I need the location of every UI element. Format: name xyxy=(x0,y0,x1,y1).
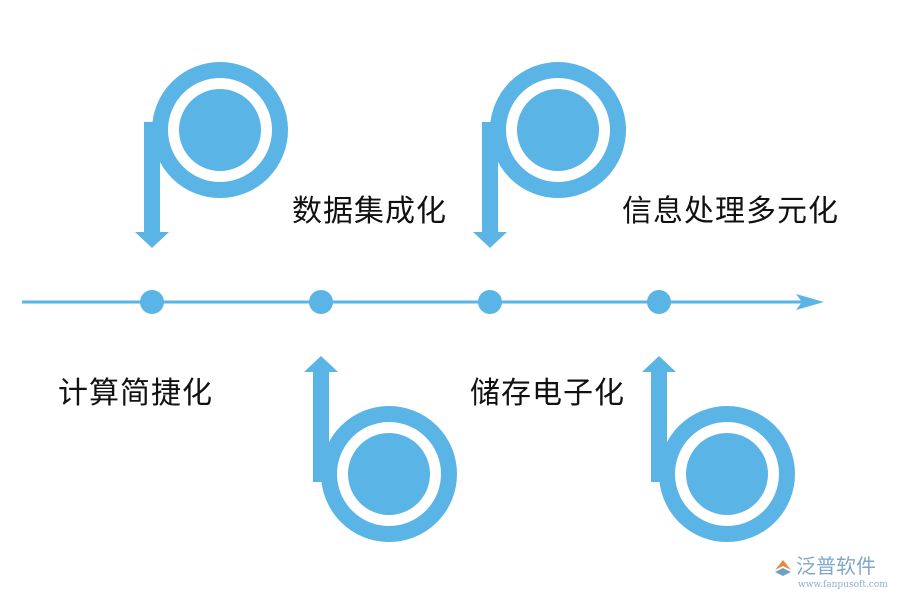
timeline-node-3 xyxy=(478,290,502,314)
p-glyph-icon xyxy=(473,70,618,248)
stage-label: 储存电子化 xyxy=(470,376,625,411)
timeline-node-4 xyxy=(647,290,671,314)
stage-label: 数据集成化 xyxy=(292,194,447,229)
brand-url: www.fanpusoft.com xyxy=(798,580,888,590)
p-glyph-icon xyxy=(135,70,280,248)
stage-label: 计算简捷化 xyxy=(58,376,213,411)
stage-label: 信息处理多元化 xyxy=(622,194,839,229)
timeline-node-2 xyxy=(309,290,333,314)
brand-name: 泛普软件 xyxy=(796,554,876,578)
axis-arrow-icon xyxy=(796,294,824,310)
b-glyph-icon xyxy=(642,356,787,534)
brand-watermark: 泛普软件 www.fanpusoft.com xyxy=(772,554,900,598)
b-glyph-icon xyxy=(304,356,449,534)
timeline-node-1 xyxy=(140,290,164,314)
fanpu-logo-icon xyxy=(775,560,791,576)
